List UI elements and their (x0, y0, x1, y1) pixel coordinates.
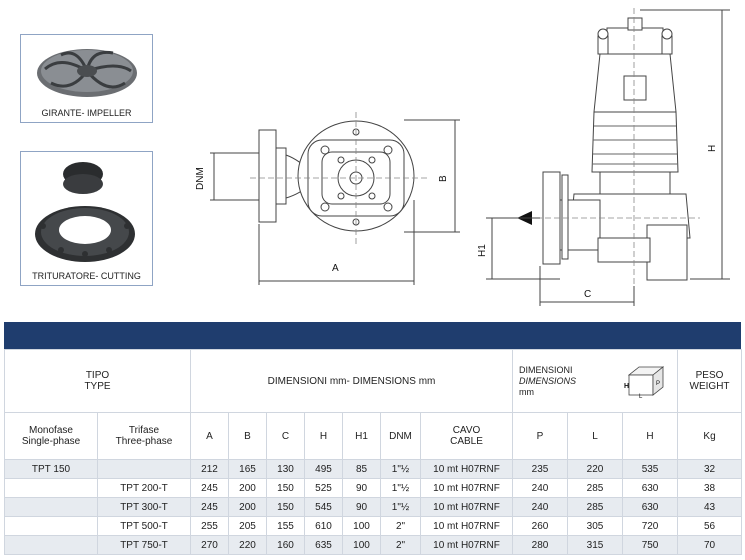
svg-text:L: L (639, 394, 643, 399)
impeller-image (37, 49, 137, 97)
impeller-photo: GIRANTE- IMPELLER (20, 34, 153, 123)
label-b: B (438, 175, 449, 182)
col-c: C (266, 412, 305, 460)
packaging-header: DIMENSIONI DIMENSIONS mm H L P (512, 349, 679, 413)
col-p: P (512, 412, 569, 460)
label-a: A (332, 263, 339, 274)
col-kg: Kg (677, 412, 743, 460)
col-h: H (304, 412, 343, 460)
label-dnm: DNM (195, 167, 206, 190)
impeller-caption: GIRANTE- IMPELLER (41, 108, 132, 118)
col-b: B (228, 412, 267, 460)
table-header-band (4, 322, 741, 349)
col-a: A (190, 412, 229, 460)
outlet-flange (258, 129, 277, 223)
technical-drawing (210, 8, 730, 306)
cutting-caption: TRITURATORE- CUTTING (32, 271, 141, 281)
svg-text:H: H (624, 383, 629, 390)
dimensions-header: DIMENSIONI mm- DIMENSIONS mm (189, 349, 514, 413)
label-h1: H1 (477, 244, 488, 257)
motor-head (606, 27, 664, 55)
col-h1: H1 (342, 412, 381, 460)
label-h: H (707, 144, 718, 152)
label-c: C (584, 289, 592, 300)
col-dnm: DNM (380, 412, 421, 460)
col-hh: H (622, 412, 679, 460)
cutting-photo: TRITURATORE- CUTTING (20, 151, 153, 286)
svg-text:P: P (656, 381, 660, 387)
box-icon: H L P (624, 366, 665, 399)
cutter-image (35, 162, 135, 262)
col-l: L (567, 412, 624, 460)
